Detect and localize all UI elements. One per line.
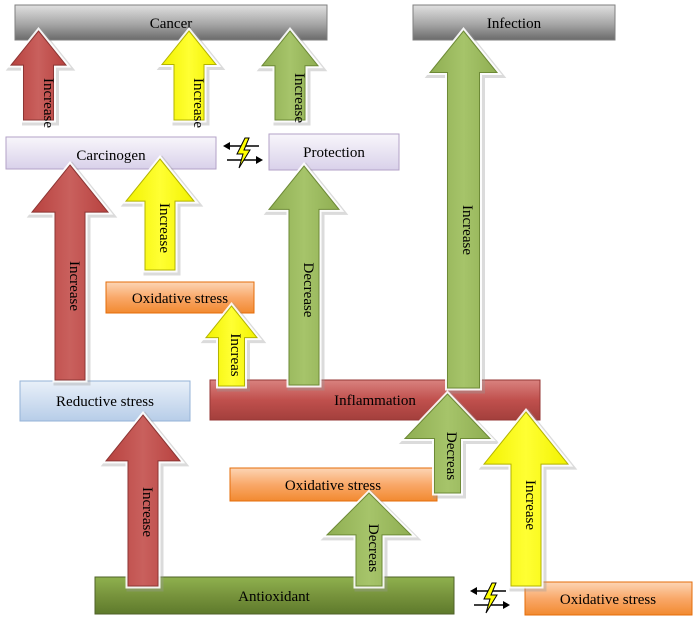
arrow-oxidative-low-to-inflammation-label: Increase xyxy=(522,480,538,530)
arrow-oxidative-mid-to-inflammation: Decreas xyxy=(398,390,501,499)
arrow-oxidative-to-carcinogen: Increase xyxy=(120,155,204,276)
arrow-inflammation-to-infection-label: Increase xyxy=(459,205,475,255)
reductive-stress-label: Reductive stress xyxy=(56,394,154,410)
arrow-protection-to-cancer: Increase xyxy=(256,27,328,126)
oxidative-stress-middle-box: Oxidative stress xyxy=(229,467,438,502)
carcinogen-label: Carcinogen xyxy=(76,148,146,164)
oxidative-stress-upper-label: Oxidative stress xyxy=(132,291,228,307)
arrow-carcinogen-to-cancer: Increase xyxy=(5,27,76,128)
arrow-oxidative-low-to-inflammation: Increase xyxy=(478,408,578,592)
arrow-protection-to-cancer-label: Increase xyxy=(291,73,307,123)
oxidative-stress-middle-label: Oxidative stress xyxy=(285,478,381,494)
reductive-stress-box: Reductive stress xyxy=(19,380,191,422)
arrow-shape xyxy=(428,30,499,389)
arrow-inflammation-to-protection-label: Decrease xyxy=(300,263,316,318)
inflammation-box: Inflammation xyxy=(209,379,541,421)
antioxidant-label: Antioxidant xyxy=(238,589,310,605)
arrow-antioxidant-to-reductive-label: Increase xyxy=(139,487,155,537)
arrow-shape xyxy=(104,414,182,587)
arrow-reductive-to-carcinogen-label: Increase xyxy=(66,261,82,311)
oxidative-stress-lower-box: Oxidative stress xyxy=(524,581,693,616)
arrow-shape xyxy=(30,164,110,381)
arrow-oxidative-to-inflammation: Increas xyxy=(200,302,267,392)
infection-label: Infection xyxy=(487,16,542,32)
arrow-oxidative-to-carcinogen-label: Increase xyxy=(156,203,172,253)
oxidative-stress-lower-label: Oxidative stress xyxy=(560,592,656,608)
arrow-reductive-to-carcinogen: Increase xyxy=(26,161,118,386)
arrow-shape xyxy=(403,393,492,494)
arrow-shape xyxy=(204,305,259,387)
cancer-label: Cancer xyxy=(150,16,192,32)
arrow-oxidative-to-inflammation-label: Increas xyxy=(227,333,243,376)
arrow-inflammation-to-protection: Decrease xyxy=(263,162,349,391)
inflammation-label: Inflammation xyxy=(334,393,416,409)
arrow-shape xyxy=(9,30,68,121)
arrow-shape xyxy=(260,30,320,121)
arrow-shape xyxy=(482,411,570,587)
arrow-shape xyxy=(160,30,218,121)
protection-box: Protection xyxy=(268,133,400,171)
arrow-antioxidant-to-reductive: Increase xyxy=(100,411,190,592)
arrow-oxidative-mid-to-inflammation-label: Decreas xyxy=(443,432,459,480)
cancer-box: Cancer xyxy=(14,4,328,41)
arrow-inflammation-to-infection: Increase xyxy=(424,27,507,394)
infection-box: Infection xyxy=(412,4,616,41)
arrow-antioxidant-to-oxidative-label: Decreas xyxy=(365,524,381,572)
arrow-carcinogen-to-cancer-label: Increase xyxy=(40,78,56,128)
arrow-oxidative-to-cancer-label: Increase xyxy=(190,78,206,128)
arrow-shape xyxy=(325,492,413,587)
arrow-oxidative-to-cancer: Increase xyxy=(156,27,226,128)
arrow-shape xyxy=(124,158,196,271)
arrow-antioxidant-to-oxidative: Decreas xyxy=(320,489,422,592)
lightning-bolt-icon xyxy=(223,137,263,169)
protection-label: Protection xyxy=(303,145,365,161)
lightning-bolt-icon xyxy=(470,582,510,614)
carcinogen-box: Carcinogen xyxy=(5,136,217,170)
arrow-shape xyxy=(267,165,341,386)
